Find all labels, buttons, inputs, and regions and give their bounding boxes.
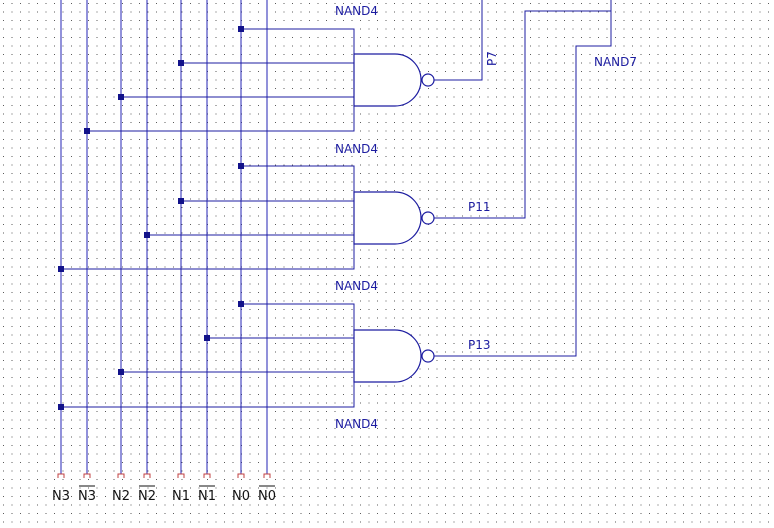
junction-dots xyxy=(58,26,244,410)
input-name-n0: N0 xyxy=(232,489,250,504)
gate-3-type-label: NAND4 xyxy=(335,417,378,431)
gate-2-input-wires xyxy=(61,165,355,270)
input-name-n1: N1 xyxy=(172,489,190,504)
nand-gate-p11[interactable] xyxy=(353,191,435,245)
input-name-n1-bar: N1 xyxy=(198,489,216,504)
gate-2-type-label: NAND4 xyxy=(335,279,378,293)
net-label-p7: P7 xyxy=(485,51,499,66)
input-name-n2: N2 xyxy=(112,489,130,504)
net-p13-wire[interactable] xyxy=(434,11,612,357)
input-buses xyxy=(60,0,268,474)
net-p11-wire[interactable] xyxy=(434,0,612,219)
input-name-n3-bar: N3 xyxy=(78,489,96,504)
output-gate-label: NAND7 xyxy=(594,55,637,69)
net-label-p11: P11 xyxy=(468,200,491,214)
net-p7-wire[interactable] xyxy=(434,0,483,81)
gate-1-input-wires xyxy=(87,28,355,132)
net-label-p13: P13 xyxy=(468,338,491,352)
input-pins xyxy=(57,473,271,478)
input-names: N3 N3 N2 N2 N1 N1 N0 N0 xyxy=(52,485,276,504)
nand-gate-p7[interactable] xyxy=(353,53,435,107)
gate-3-input-wires xyxy=(61,303,355,408)
input-name-n0-bar: N0 xyxy=(258,489,276,504)
gate-label-top: NAND4 xyxy=(335,4,378,18)
nand-gate-p13[interactable] xyxy=(353,329,435,383)
input-name-n2-bar: N2 xyxy=(138,489,156,504)
input-name-n3: N3 xyxy=(52,489,70,504)
output-wires xyxy=(434,0,612,357)
gate-1-type-label: NAND4 xyxy=(335,142,378,156)
